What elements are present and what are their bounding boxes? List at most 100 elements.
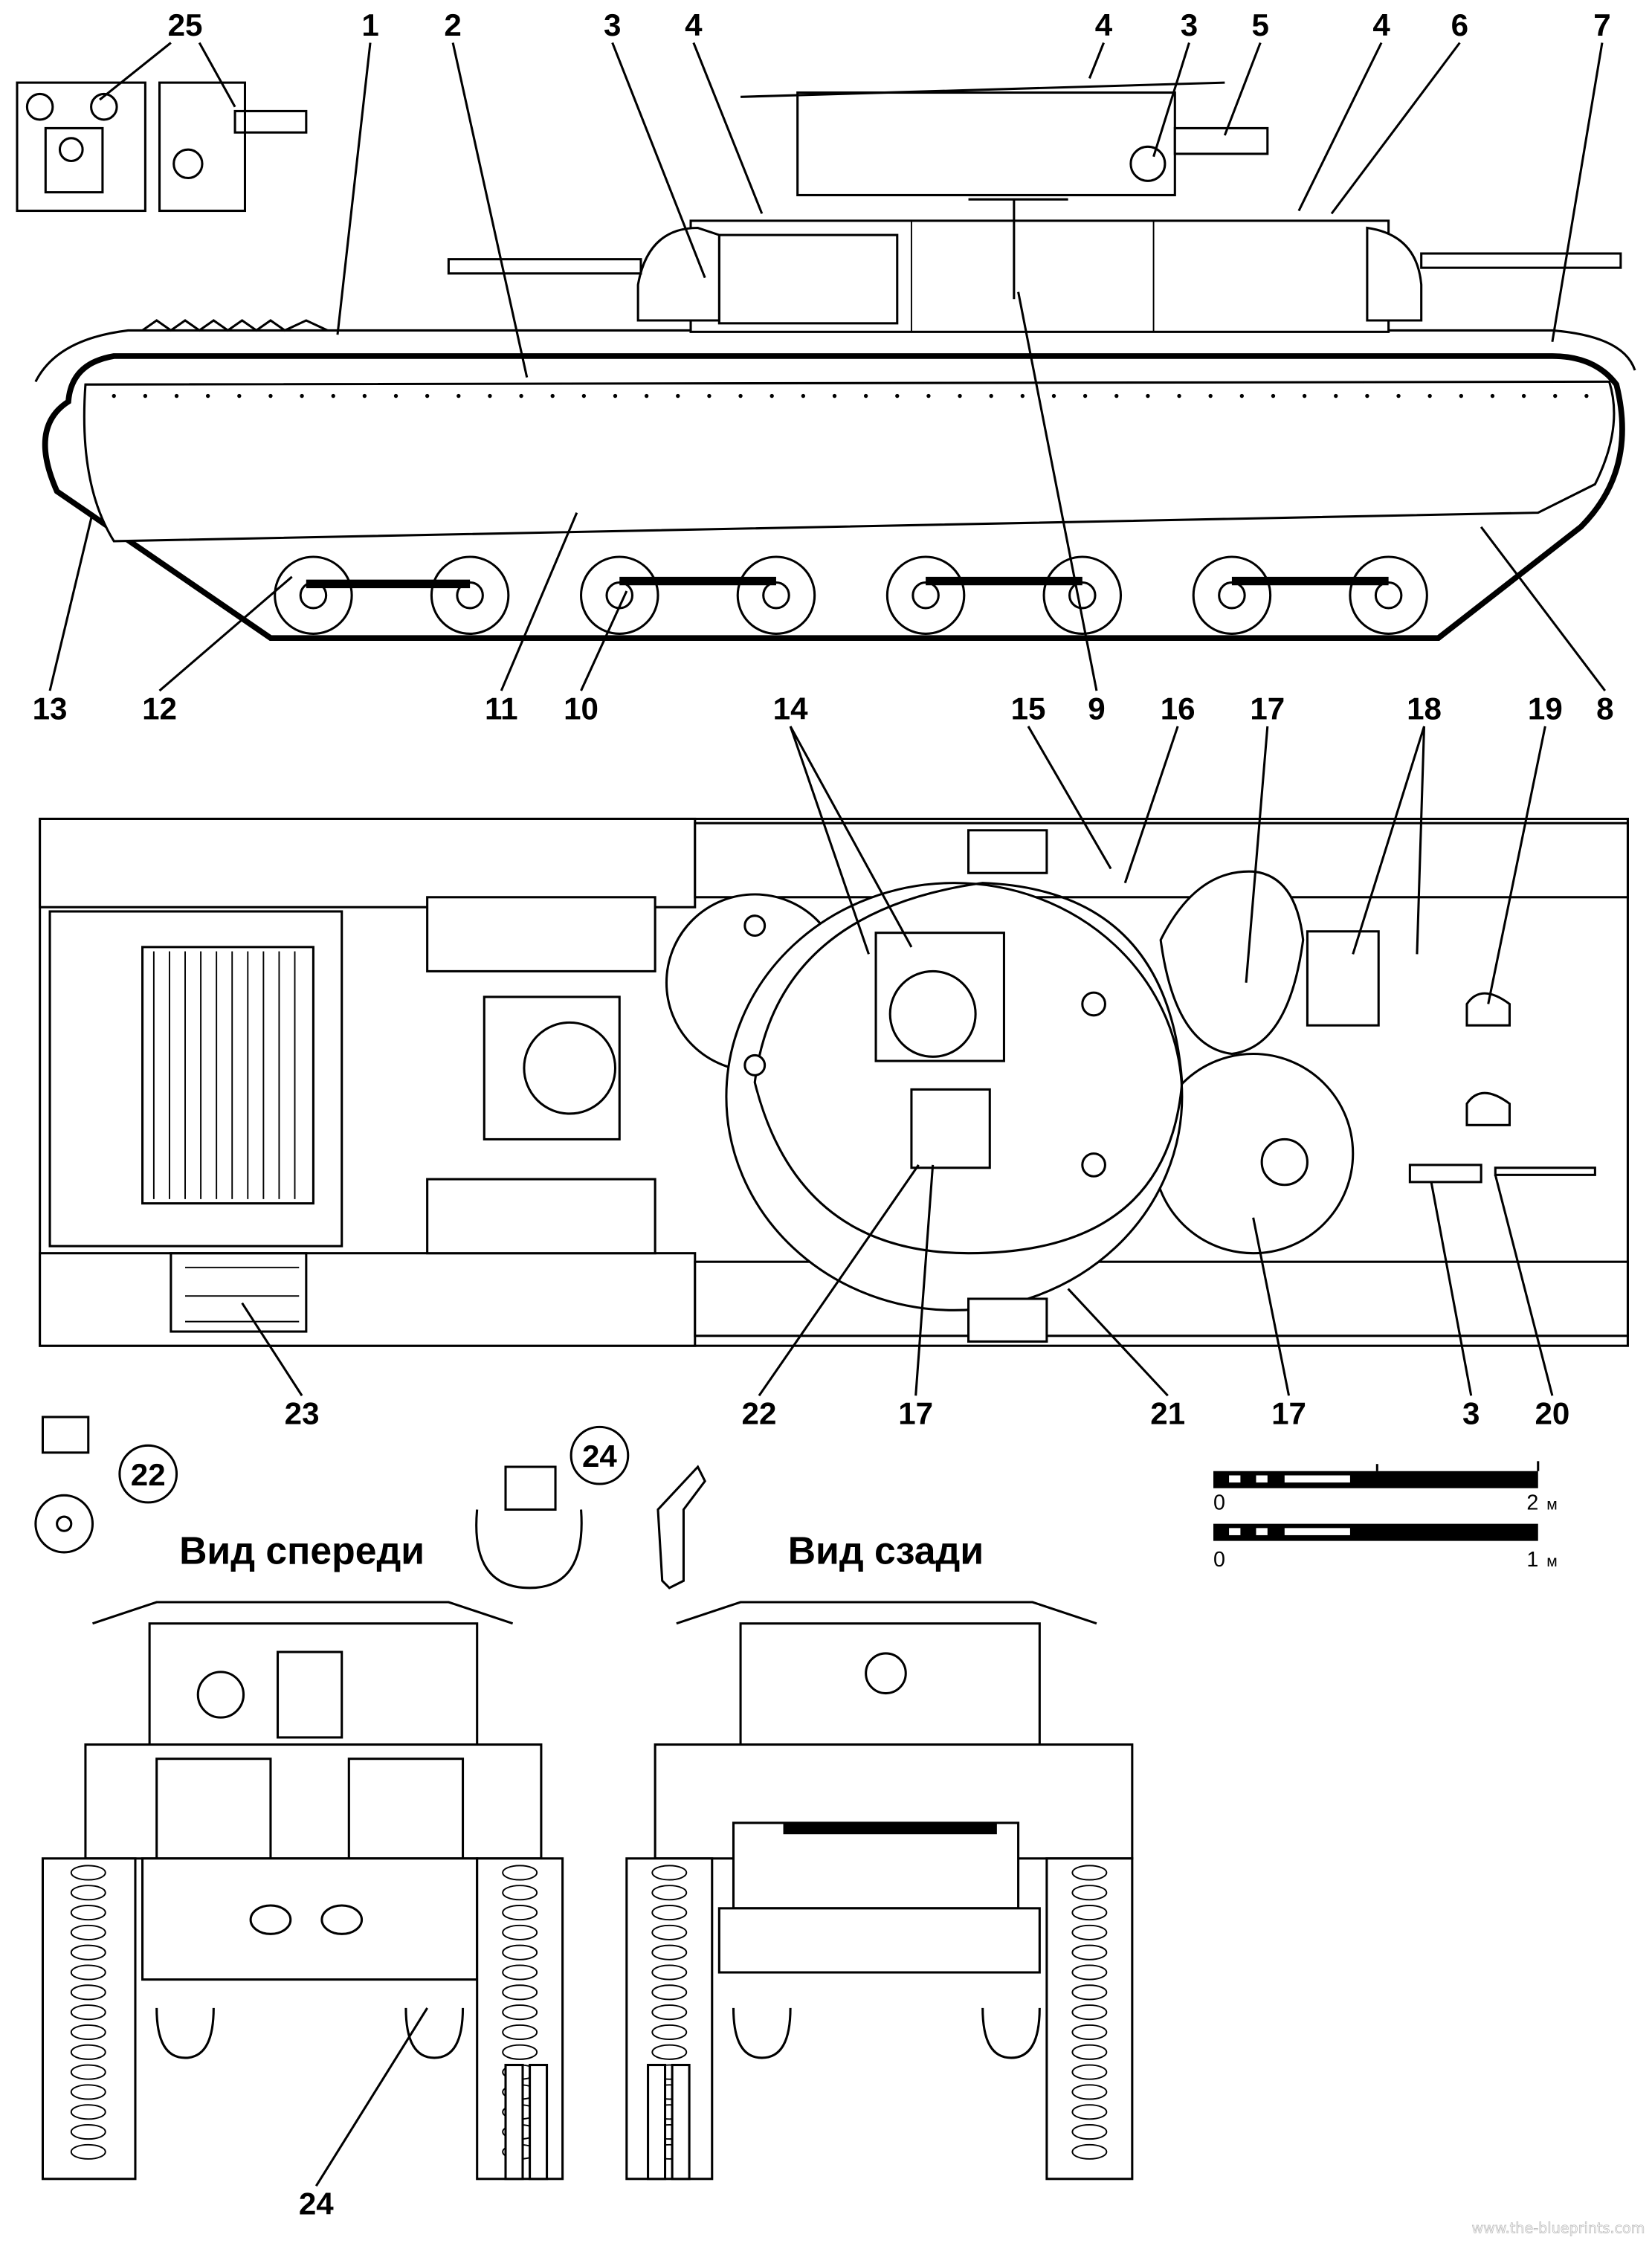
callout-16: 16 (1161, 691, 1196, 726)
rivet (1208, 393, 1213, 398)
scale-1m-unit: м (1546, 1553, 1557, 1570)
track-link (70, 1905, 106, 1921)
track-side (42, 353, 1625, 642)
track-link (1071, 2044, 1108, 2060)
side-view (16, 81, 1636, 642)
rivet (769, 393, 774, 398)
callouts: 25 1 2 3 4 4 3 5 4 6 7 13 12 11 10 9 8 1… (33, 7, 1614, 2221)
rivet (112, 393, 116, 398)
callout-22: 22 (742, 1396, 777, 1431)
callout-5: 5 (1252, 7, 1269, 42)
track-link (70, 1984, 106, 2001)
rivet (1302, 393, 1307, 398)
scale-2m-unit: м (1546, 1496, 1557, 1513)
rivet (738, 393, 743, 398)
rivet (1521, 393, 1526, 398)
rivet (989, 393, 993, 398)
track-link (1071, 1984, 1108, 2001)
circled-callout-22: 22 (131, 1457, 166, 1492)
callout-1: 1 (361, 7, 378, 42)
rivet (1114, 393, 1119, 398)
scale-2m-end: 2 (1526, 1491, 1538, 1514)
track-link (70, 1944, 106, 1960)
callout-10: 10 (564, 691, 598, 726)
track-link (70, 2004, 106, 2021)
track-link (70, 1865, 106, 1881)
callout-3: 3 (604, 7, 621, 42)
scale-bar-2m: 0 2 м (1213, 1461, 1558, 1514)
rivet (958, 393, 962, 398)
rivet (331, 393, 335, 398)
rivet (1051, 393, 1056, 398)
circled-callout-24: 24 (582, 1439, 617, 1474)
track-link (502, 1964, 538, 1981)
callout-17: 17 (1250, 691, 1285, 726)
rivet (393, 393, 399, 398)
rivet (300, 393, 304, 398)
track-link (1071, 1885, 1108, 1901)
scale-1m-end: 1 (1526, 1548, 1538, 1572)
callout-2: 2 (444, 7, 461, 42)
hull-rivets (112, 393, 1589, 398)
callout-18: 18 (1407, 691, 1442, 726)
track-link (70, 2044, 106, 2060)
rivet (613, 393, 618, 398)
track-link (502, 2024, 538, 2041)
wheel-hub (1374, 581, 1403, 610)
track-link (1071, 1865, 1108, 1881)
callout-8: 8 (1596, 691, 1613, 726)
track-link (502, 2004, 538, 2021)
rivet (205, 393, 210, 398)
rivet (1271, 393, 1276, 398)
track-link (70, 2124, 106, 2140)
rivet (1459, 393, 1464, 398)
track-link (502, 1885, 538, 1901)
rivet (519, 393, 523, 398)
track-link (70, 1964, 106, 1981)
detail-22 (34, 1416, 94, 1554)
callout-4: 4 (1372, 7, 1390, 42)
track-link (502, 1865, 538, 1881)
callout-19: 19 (1528, 691, 1563, 726)
rivet (1584, 393, 1589, 398)
track-link (651, 1964, 688, 1981)
rivet (1396, 393, 1401, 398)
callout-3: 3 (1462, 1396, 1480, 1431)
rivet (456, 393, 461, 398)
callout-13: 13 (33, 691, 68, 726)
rivet (895, 393, 900, 398)
track-link (70, 1885, 106, 1901)
callout-23: 23 (285, 1396, 320, 1431)
main-turret (796, 91, 1176, 196)
watermark: www.the-blueprints.com (1472, 2220, 1645, 2237)
road-wheels (274, 555, 1428, 635)
rivet (1239, 393, 1245, 398)
track-link (1071, 2124, 1108, 2140)
callout-15: 15 (1011, 691, 1046, 726)
rivet (644, 393, 649, 398)
scale-1m-start: 0 (1213, 1548, 1225, 1572)
track-link (1071, 2024, 1108, 2041)
engine-grille (141, 946, 314, 1205)
rivet (143, 393, 148, 398)
rivet (488, 393, 492, 398)
hull-side-plate (83, 380, 1616, 543)
callout-3: 3 (1181, 7, 1198, 42)
detail-24 (475, 1465, 706, 1590)
rivet (1082, 393, 1088, 398)
rivet (1020, 393, 1025, 398)
callout-12: 12 (142, 691, 177, 726)
track-link (1071, 2064, 1108, 2080)
track-link (70, 2143, 106, 2160)
track-link (1071, 1924, 1108, 1940)
callout-21: 21 (1150, 1396, 1185, 1431)
rivet (425, 393, 430, 398)
rivet (1177, 393, 1181, 398)
track-link (70, 2104, 106, 2120)
track-link (651, 2004, 688, 2021)
rivet (1146, 393, 1150, 398)
wheel-hub (762, 581, 790, 610)
rivet (1365, 393, 1369, 398)
rivet (1490, 393, 1495, 398)
